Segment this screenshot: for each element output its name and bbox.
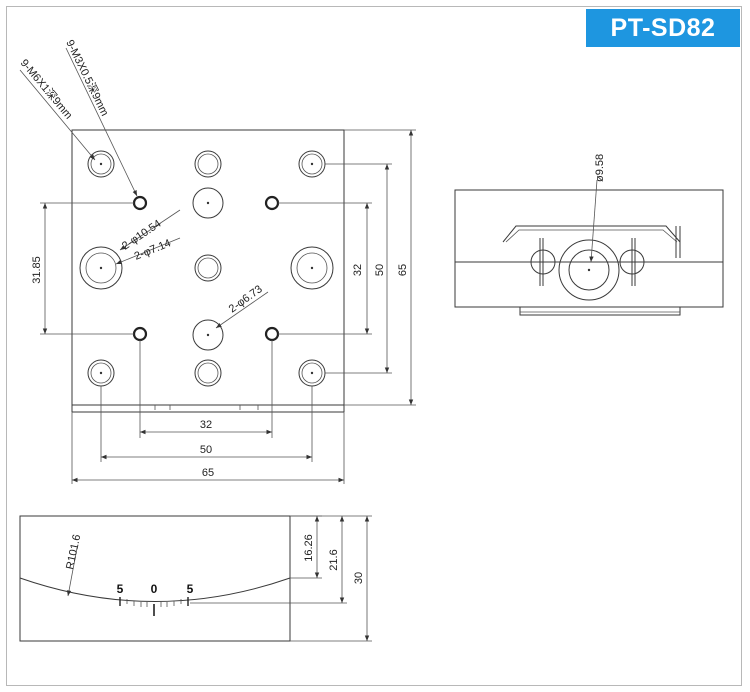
callout-m6: 9-M6X1深9mm bbox=[18, 57, 76, 122]
m3-hole bbox=[132, 326, 148, 342]
front-dim-2: 21.6 bbox=[328, 549, 340, 570]
m3-hole bbox=[264, 195, 280, 211]
scale-left: 5 bbox=[117, 582, 124, 596]
front-body-outline bbox=[19, 515, 291, 642]
pin-hole bbox=[192, 187, 224, 219]
front-dim-1: 16.26 bbox=[303, 534, 315, 562]
dim-inner-h: 32 bbox=[352, 264, 364, 276]
front-radius: R101.6 bbox=[64, 533, 83, 570]
model-badge: PT-SD82 bbox=[586, 9, 740, 47]
counterbore-hole bbox=[79, 246, 123, 290]
callout-m3: 9-M3X0.5深9mm bbox=[63, 38, 111, 118]
roller-inner bbox=[568, 249, 610, 291]
dim-bottom-inner: 32 bbox=[200, 419, 212, 431]
knob-left bbox=[530, 238, 556, 286]
angle-scale: 5 0 5 bbox=[117, 582, 194, 616]
front-dim-3: 30 bbox=[353, 572, 365, 584]
roller-outer bbox=[558, 239, 620, 301]
scale-right: 5 bbox=[187, 582, 194, 596]
top-view: 31.85 32 50 65 32 50 65 9-M6X1深9mm 9-M3X… bbox=[18, 38, 416, 484]
side-dim-dia: ø9.58 bbox=[594, 154, 606, 182]
side-view: ø9.58 bbox=[454, 154, 724, 316]
front-view: 16.26 21.6 30 R101.6 5 0 5 bbox=[19, 515, 372, 642]
counterbore-hole bbox=[290, 246, 334, 290]
callout-d673: 2-φ6.73 bbox=[227, 283, 265, 315]
dim-outer-h: 65 bbox=[397, 264, 409, 276]
side-body-outline bbox=[454, 189, 724, 308]
pin-hole bbox=[192, 319, 224, 351]
dim-bottom-mid: 50 bbox=[200, 444, 212, 456]
m6-hole bbox=[194, 359, 222, 387]
knob-right bbox=[619, 238, 645, 286]
scale-center: 0 bbox=[151, 582, 158, 596]
m3-hole bbox=[264, 326, 280, 342]
m6-hole bbox=[194, 150, 222, 178]
m6-hole bbox=[87, 150, 115, 178]
m6-hole bbox=[194, 254, 222, 282]
dim-left: 31.85 bbox=[31, 256, 43, 284]
dim-mid-h: 50 bbox=[374, 264, 386, 276]
curved-surface bbox=[19, 577, 291, 602]
top-plate-outline bbox=[71, 129, 345, 406]
m3-hole bbox=[132, 195, 148, 211]
dim-bottom-outer: 65 bbox=[202, 467, 214, 479]
drawing-frame bbox=[6, 6, 742, 686]
